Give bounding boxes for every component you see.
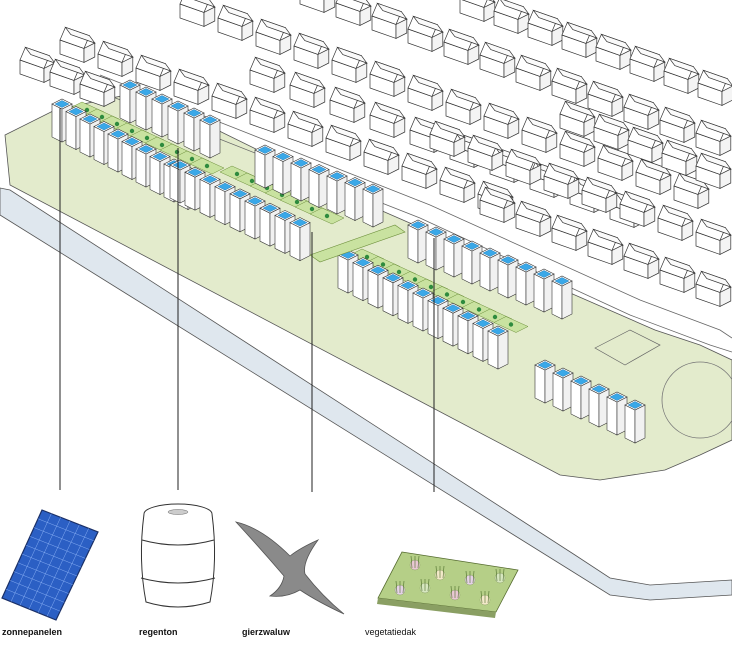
housing-development <box>51 79 661 444</box>
roundabout <box>661 361 732 439</box>
canal <box>0 187 732 601</box>
street <box>99 74 732 339</box>
caption-rain-barrel: regenton <box>139 627 178 637</box>
swift-illustration <box>234 521 345 615</box>
caption-swift: gierzwaluw <box>242 627 291 637</box>
caption-solar-panels: zonnepanelen <box>2 627 63 637</box>
surrounding-houses <box>19 0 732 307</box>
green-roof-illustration <box>377 551 519 618</box>
rain-barrel-illustration <box>140 503 216 608</box>
caption-green-roof: vegetatiedak <box>365 627 417 637</box>
solar-panel-illustration <box>1 509 99 621</box>
